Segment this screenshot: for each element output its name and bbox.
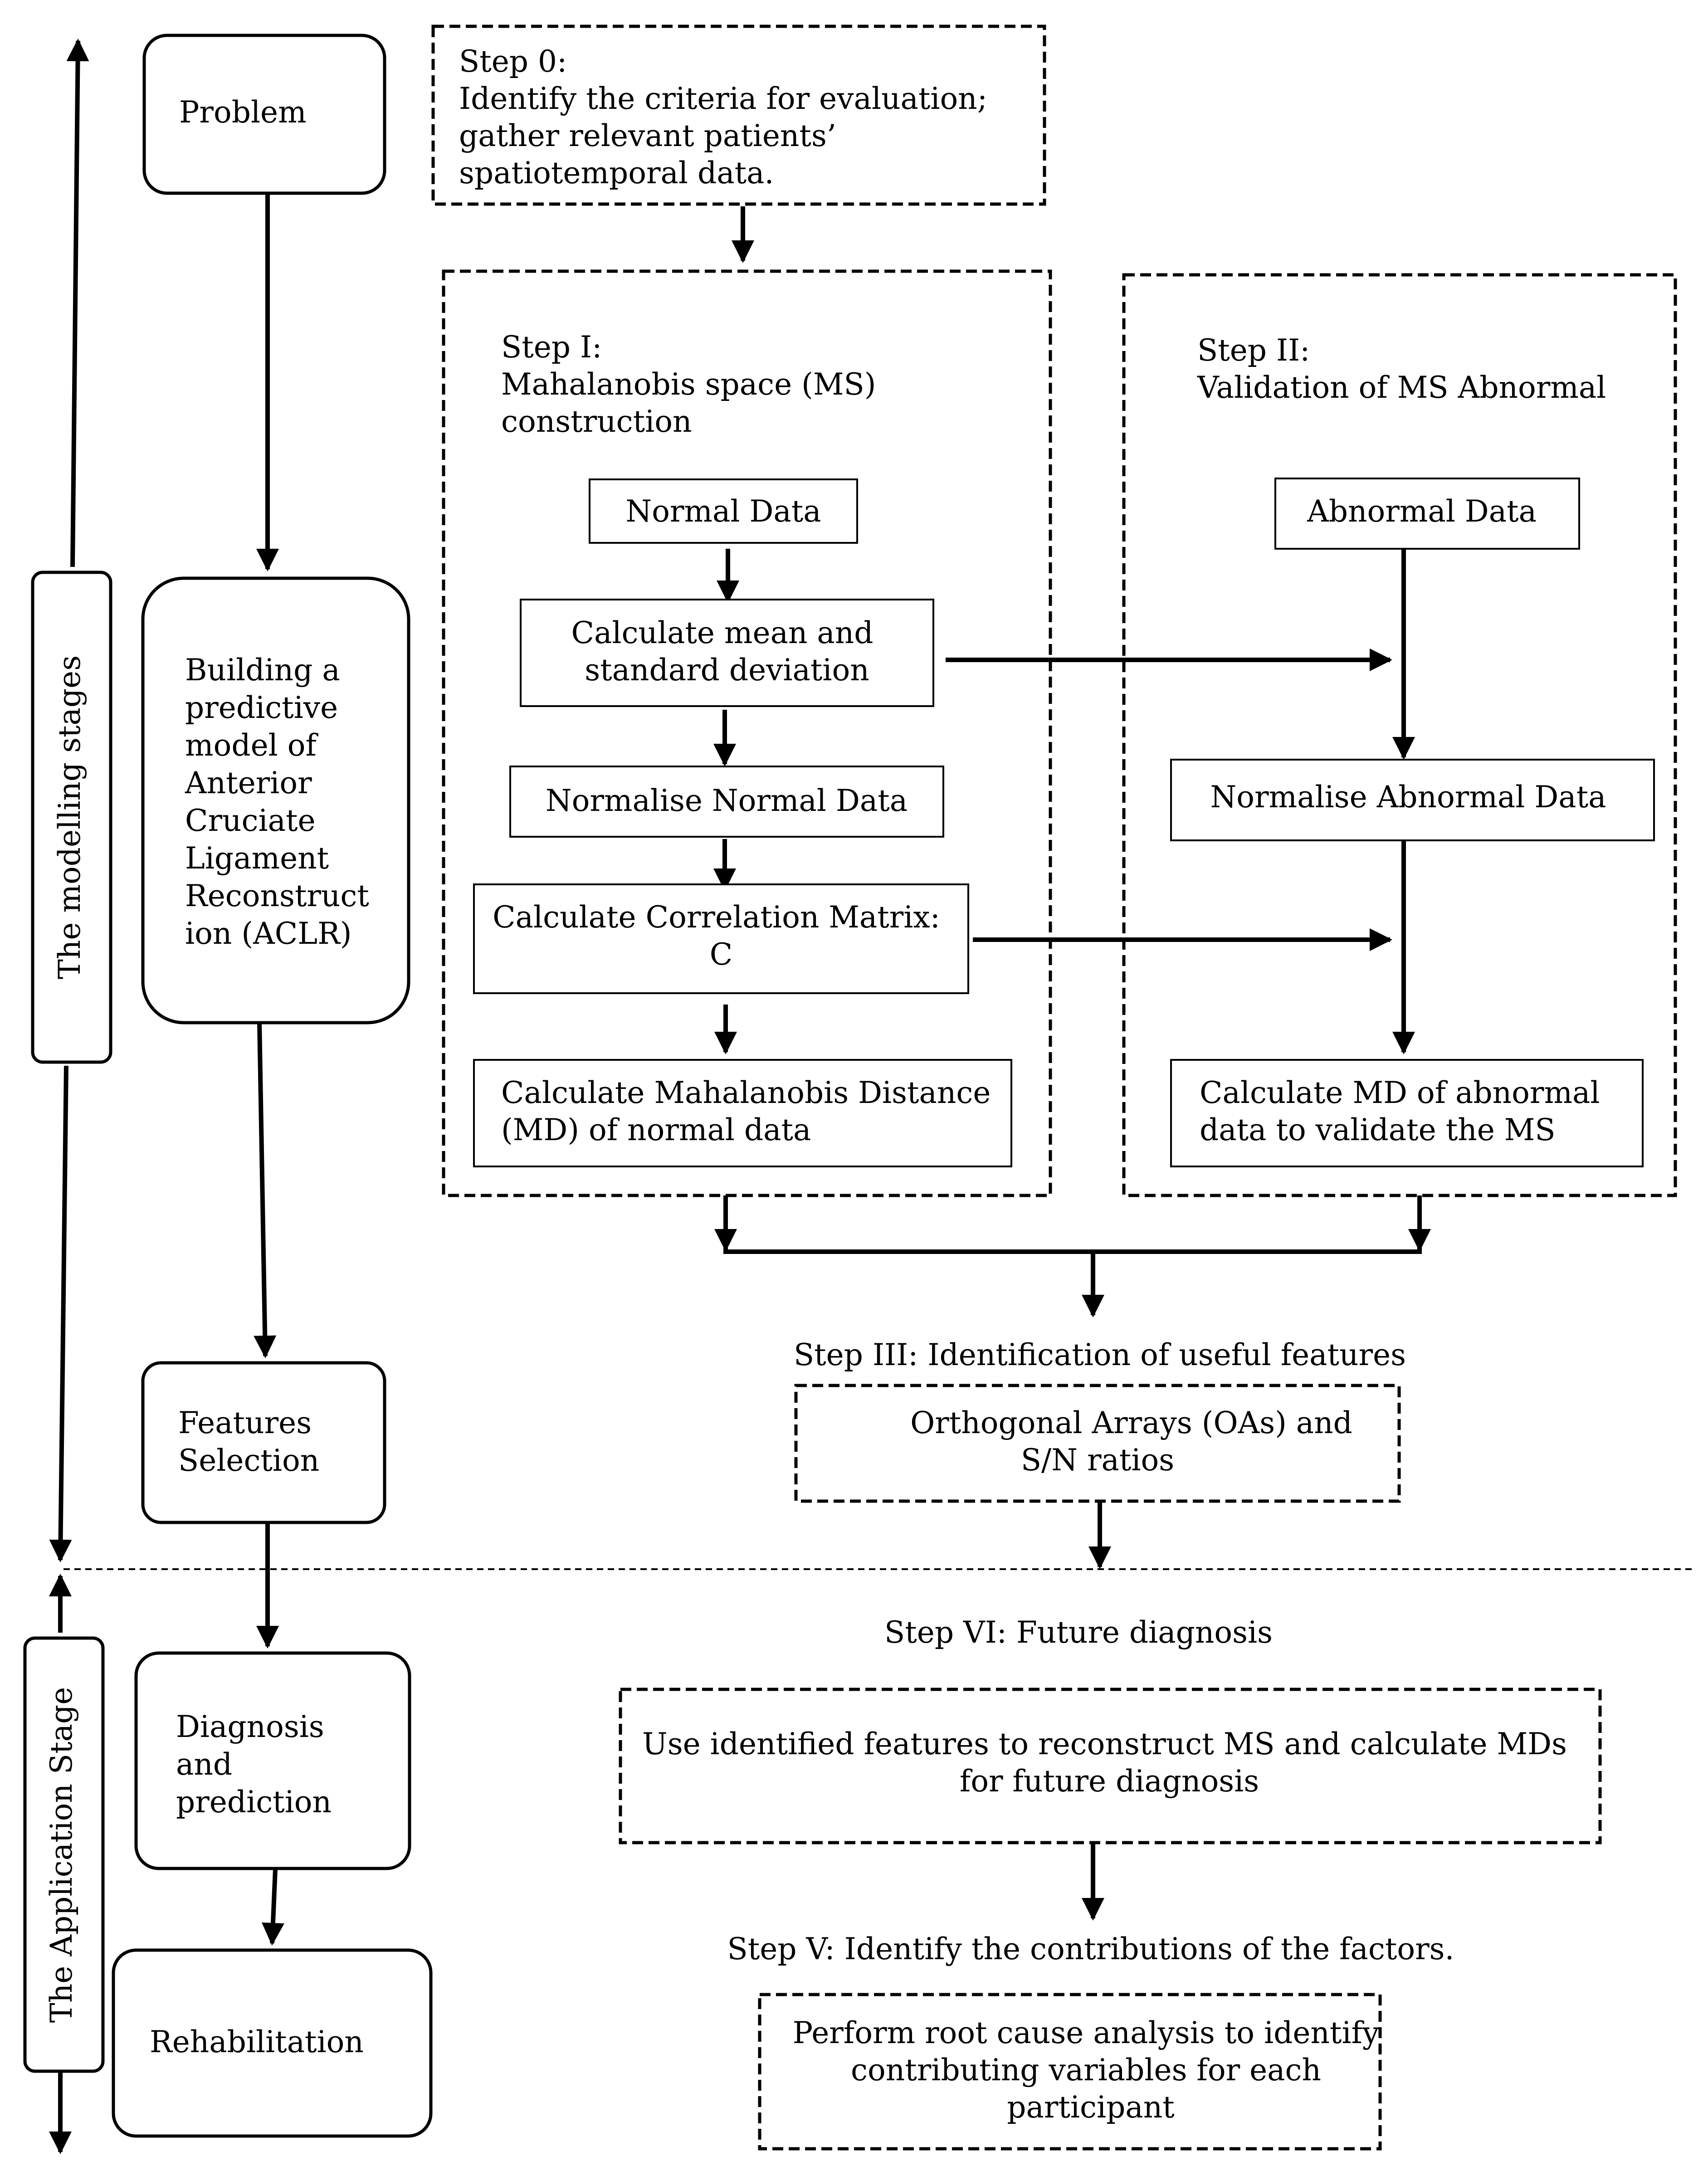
calc-mean-box [520, 599, 934, 707]
step0-group: Step 0: Identify the criteria for evalua… [431, 24, 1046, 263]
step6-label: Use identified features to reconstruct M… [642, 1727, 1576, 1799]
normalise-normal-label: Normalise Normal Data [546, 783, 908, 818]
building-model-box [141, 576, 410, 1024]
modelling-down-arrow [49, 1065, 72, 1562]
normal-data-box [589, 478, 858, 544]
step5-label: Perform root cause analysis to identify … [793, 2015, 1389, 2125]
features-selection-label: Features Selection [178, 1405, 321, 1478]
step2-box [1122, 273, 1677, 1197]
step6-title: Step VI: Future diagnosis [884, 1615, 1273, 1650]
step2-group: Step II: Validation of MS Abnormal Abnor… [1122, 273, 1677, 1197]
modelling-stage-box [31, 571, 112, 1064]
step0-text: Step 0: Identify the criteria for evalua… [459, 44, 997, 190]
problem-box [142, 34, 386, 195]
step2-title: Step II: Validation of MS Abnormal [1197, 333, 1606, 405]
left-column: Problem Building a predictive model of A… [112, 34, 433, 2138]
calc-corr-box [473, 883, 969, 994]
step3-title: Step III: Identification of useful featu… [794, 1337, 1406, 1372]
modelling-stage-label: The modelling stages [52, 655, 87, 979]
step3-group: Step III: Identification of useful featu… [794, 1337, 1406, 1569]
step1-box [442, 269, 1052, 1197]
step1-title: Step I: Mahalanobis space (MS) construct… [501, 330, 885, 439]
calc-md-box [473, 1059, 1012, 1167]
step6-box [619, 1688, 1602, 1844]
rehabilitation-label: Rehabilitation [150, 2024, 364, 2059]
normal-data-label: Normal Data [625, 494, 821, 529]
arrow-diagnosis-to-rehab [261, 1869, 284, 1946]
step3-label: Orthogonal Arrays (OAs) and S/N ratios [910, 1405, 1362, 1478]
calc-md-label: Calculate Mahalanobis Distance (MD) of n… [501, 1075, 1000, 1147]
rehabilitation-box [112, 1948, 433, 2138]
normalise-abnormal-label: Normalise Abnormal Data [1210, 780, 1606, 815]
step5-group: Step V: Identify the contributions of th… [727, 1932, 1454, 2151]
step3-box [794, 1384, 1401, 1503]
abnormal-data-label: Abnormal Data [1307, 494, 1537, 529]
features-selection-box [141, 1361, 386, 1524]
diagnosis-box [134, 1651, 411, 1870]
building-model-label: Building a predictive model of Anterior … [185, 653, 379, 951]
merge-connector [714, 1195, 1431, 1317]
arrow-building-to-features [254, 1022, 277, 1358]
calc-corr-label: Calculate Correlation Matrix: C [493, 900, 950, 972]
calc-mean-label: Calculate mean and standard deviation [571, 615, 883, 688]
step5-title: Step V: Identify the contributions of th… [727, 1932, 1454, 1966]
normalise-normal-box [509, 766, 944, 838]
diagnosis-label: Diagnosis and prediction [176, 1709, 334, 1820]
normalise-abnormal-box [1170, 759, 1655, 841]
calc-md-abnormal-label: Calculate MD of abnormal data to validat… [1200, 1075, 1609, 1147]
abnormal-data-box [1274, 478, 1580, 550]
calc-md-abnormal-box [1170, 1059, 1644, 1167]
step6-group: Step VI: Future diagnosis Use identified… [619, 1615, 1602, 1921]
step0-box [431, 24, 1046, 206]
problem-label: Problem [179, 95, 307, 130]
stage-axis: The modelling stages The Application Sta… [23, 39, 112, 2154]
modelling-up-arrow [66, 39, 89, 567]
application-stage-label: The Application Stage [44, 1687, 79, 2023]
application-stage-box [23, 1636, 105, 2073]
step5-box [758, 1993, 1382, 2151]
step1-group: Step I: Mahalanobis space (MS) construct… [442, 269, 1052, 1197]
